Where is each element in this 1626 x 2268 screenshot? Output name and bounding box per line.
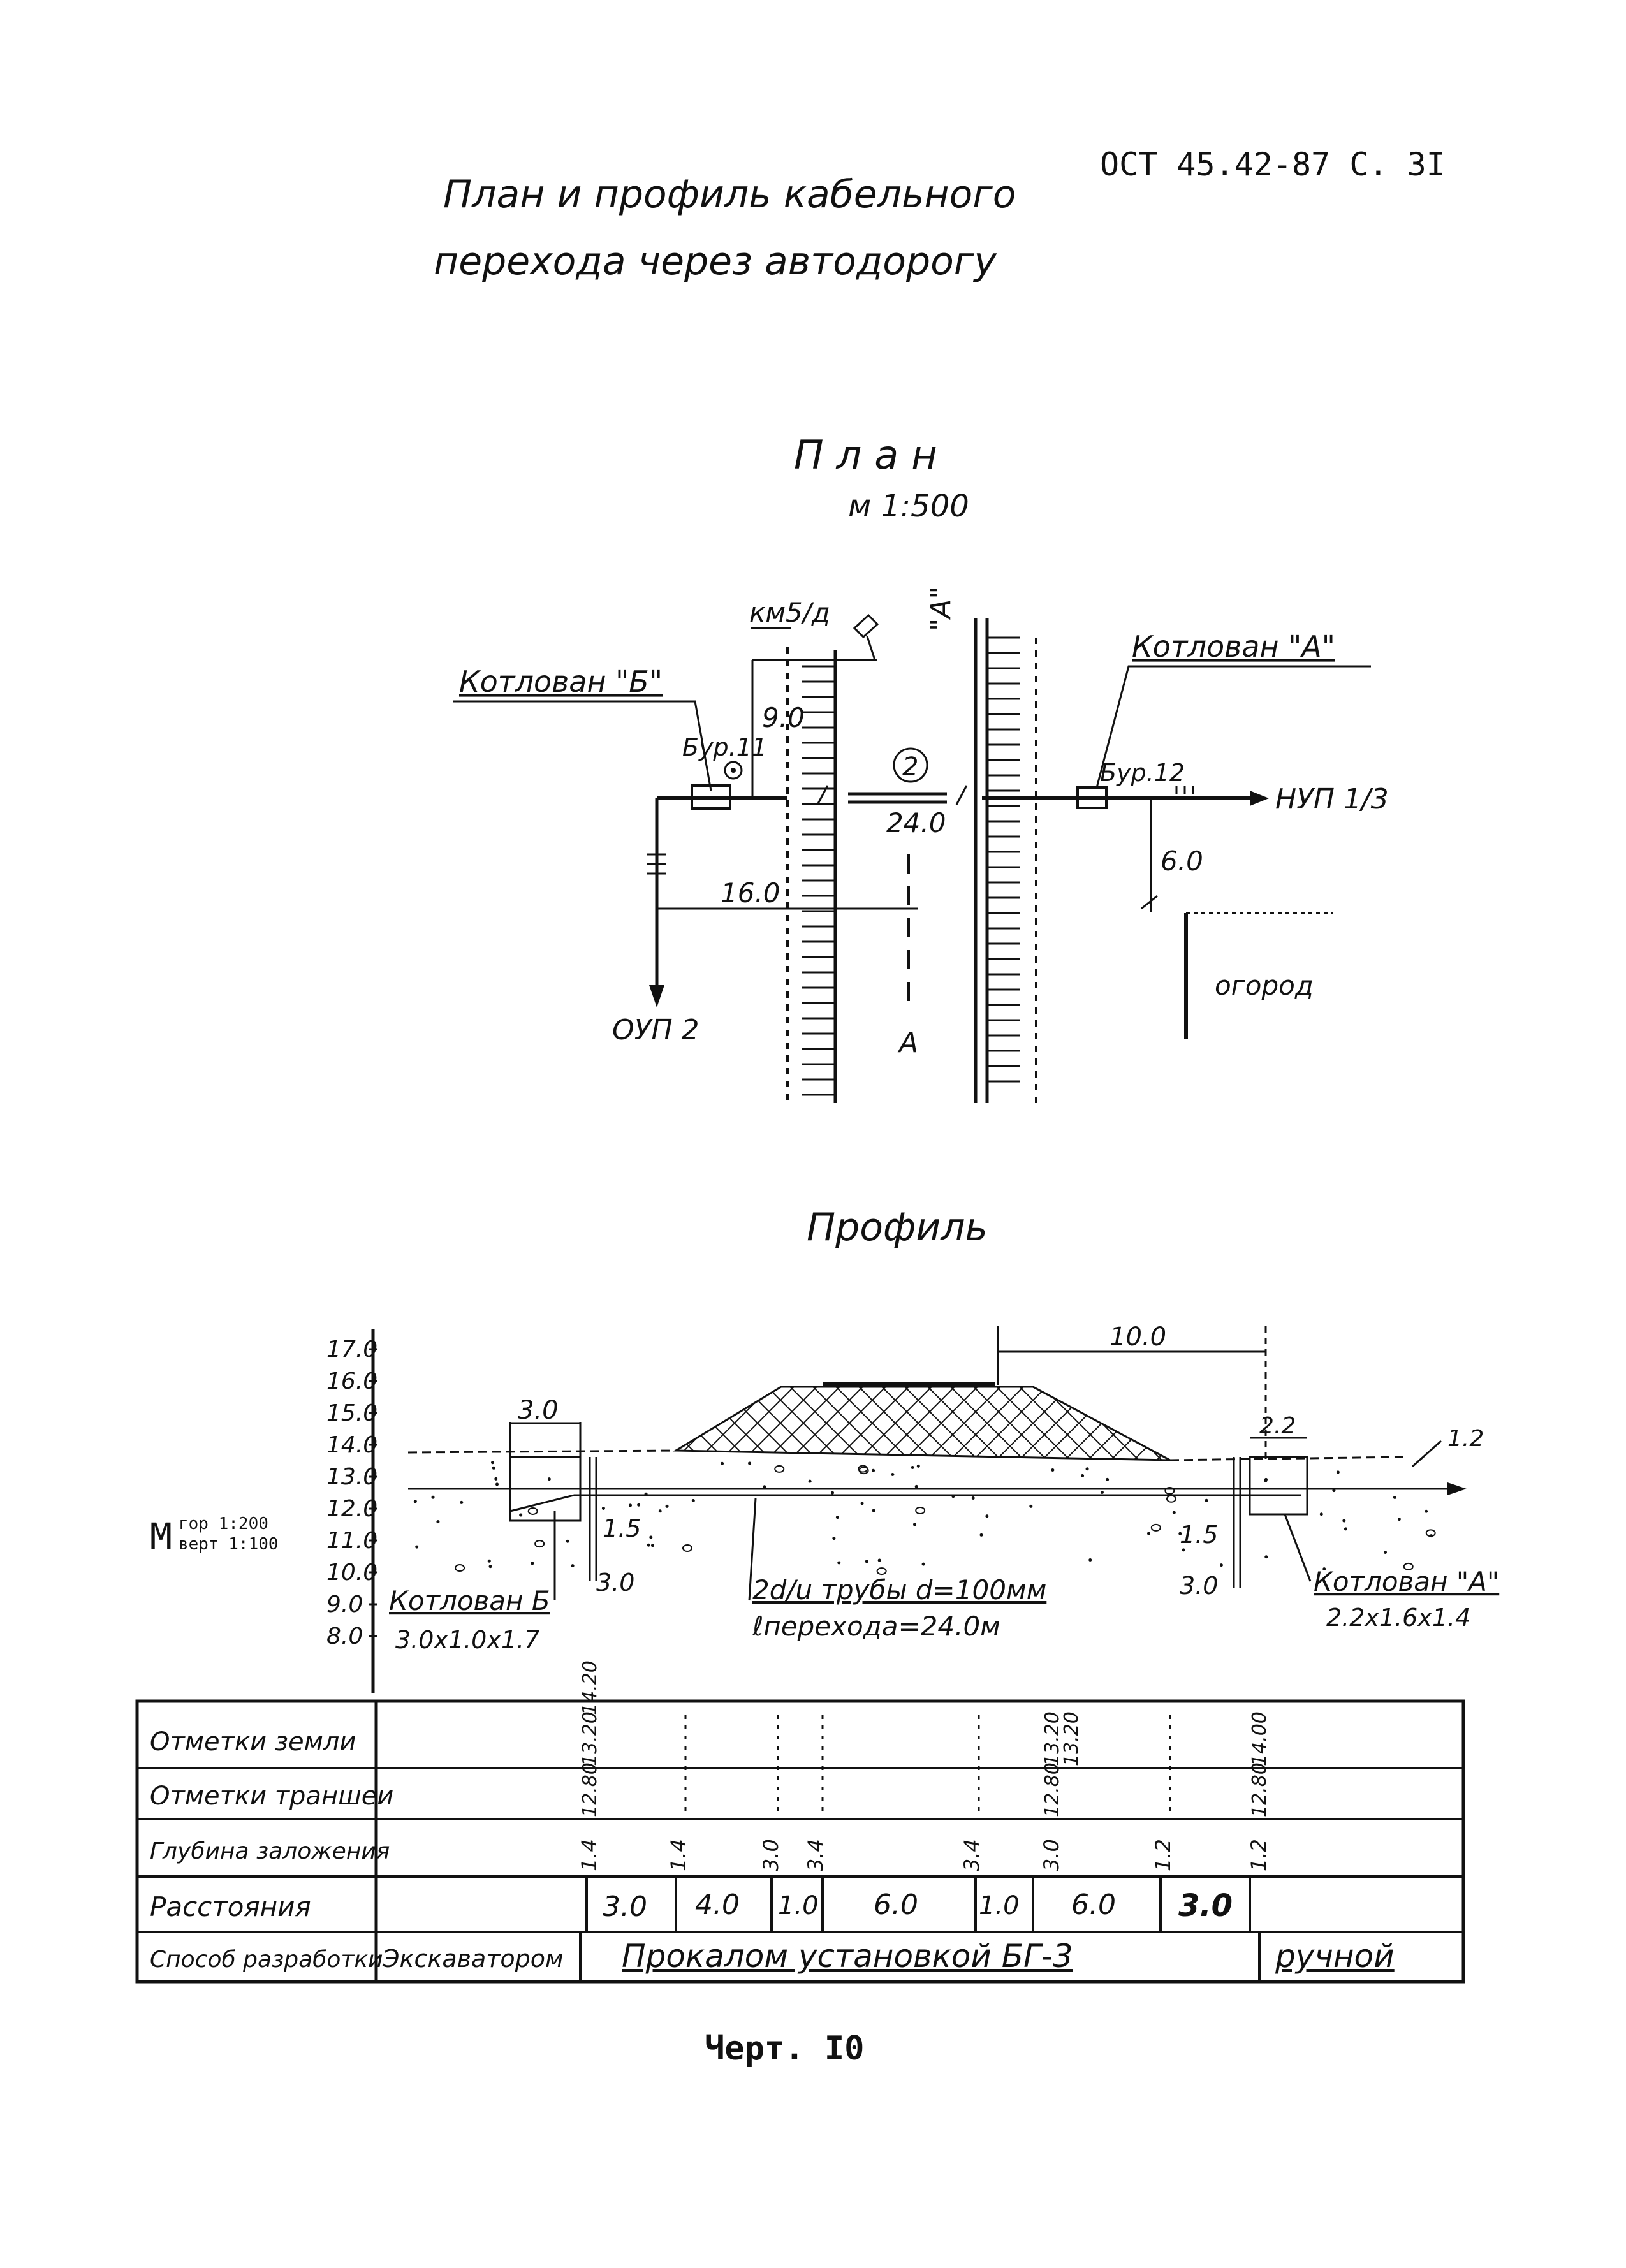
scale-vertical: верт 1:100 [179,1535,279,1554]
road-embankment [672,1386,1171,1461]
title-line-2: перехода через автодорогу [434,239,997,284]
profile-heading: Профиль [807,1205,988,1250]
pit-a-label: Котлован "А" [1132,629,1335,664]
row-header-ground: Отметки земли [150,1727,356,1757]
plan-heading: План [794,432,950,478]
trench-mark-3: 12.80 [1249,1762,1271,1817]
distance-7: 3.0 [1178,1888,1233,1924]
dim-6: 6.0 [1161,845,1203,877]
crossing-length: ℓперехода=24.0м [752,1611,1000,1642]
distance-2: 4.0 [695,1889,740,1921]
document-reference: ОСТ 45.42-87 С. 3I [1100,146,1446,183]
nup-label: НУП 1/3 [1275,783,1389,816]
row-header-distance: Расстояния [150,1891,311,1922]
dim-9: 9.0 [762,702,805,733]
depth-5: 3.4 [960,1839,984,1871]
garden-label: огород [1215,970,1314,1001]
row-header-depth: Глубина заложения [150,1838,390,1864]
distance-6: 6.0 [1071,1889,1116,1921]
depth-1: 1.4 [577,1839,601,1871]
distance-1: 3.0 [603,1891,647,1923]
row-header-trench: Отметки траншеи [150,1781,393,1811]
row-header-method: Способ разработки [150,1947,383,1973]
method-puncture: Прокалом установкой БГ-3 [622,1938,1073,1975]
depth-3: 3.0 [759,1839,783,1871]
pit-a-profile-label: Котлован "А" [1314,1566,1499,1597]
ground-mark-5: 14.00 [1249,1711,1271,1766]
scale-letter: М [150,1515,172,1558]
scale-horizontal: гор 1:200 [179,1514,268,1533]
plan-view: План м 1:500 "А" км5/д 9.0 Котлован "Б" … [453,432,1389,1103]
plan-scale: м 1:500 [848,488,969,524]
ground-mark-3: 13.20 [1041,1711,1064,1766]
depth-2: 1.4 [666,1839,691,1871]
depth-30-right: 3.0 [1180,1572,1218,1600]
title-line-1: План и профиль кабельного [443,172,1016,217]
pit-b-size: 3.0х1.0х1.7 [395,1626,539,1654]
ground-mark-2: 14.20 [579,1660,601,1715]
depth-7: 1.2 [1151,1839,1175,1871]
profile-view: Профиль 17.016.015.014.013.012.011.010.0… [150,1205,1499,1693]
bore-12-label: Бур.12 [1100,759,1185,787]
trench-mark-2: 12.80 [1041,1762,1064,1817]
distance-5: 1.0 [979,1891,1020,1920]
ground-mark-1: 13.20 [579,1711,601,1766]
depth-8: 1.2 [1247,1839,1271,1871]
dim-3-pit: 3.0 [518,1396,559,1425]
trench-mark-1: 12.80 [579,1762,601,1817]
data-table: Отметки земли Отметки траншеи Глубина за… [135,1660,1465,1984]
dim-24: 24.0 [886,807,946,838]
km-marker: км5/д [749,597,830,628]
dim-10: 10.0 [1110,1322,1166,1352]
bore-11-label: Бур.11 [682,733,767,761]
dim-12-profile: 1.2 [1447,1426,1484,1452]
distance-3: 1.0 [778,1891,819,1920]
method-manual: ручной [1275,1938,1395,1975]
y-axis-tick: 8.0 [326,1623,363,1650]
road-letter: А [897,1027,918,1059]
pit-b-label: Котлован "Б" [459,664,663,699]
dim-16: 16.0 [721,877,780,909]
figure-caption: Черт. I0 [705,2030,864,2068]
ground-mark-4: 13.20 [1060,1711,1083,1766]
depth-15-left: 1.5 [603,1514,641,1542]
road-label: "А" [925,586,957,631]
pit-a-size: 2.2х1.6х1.4 [1326,1604,1470,1632]
pit-b-profile-label: Котлован Б [389,1585,550,1616]
distance-4: 6.0 [874,1889,918,1921]
depth-6: 3.0 [1039,1839,1064,1871]
section-number: 2 [902,752,918,782]
pipe-note: 2d/u трубы d=100мм [752,1574,1046,1606]
method-excavator: Экскаватором [382,1945,564,1973]
depth-30-left: 3.0 [596,1569,634,1597]
oup-label: ОУП 2 [612,1014,699,1046]
dim-22: 2.2 [1259,1413,1296,1439]
depth-4: 3.4 [803,1839,828,1871]
y-axis-tick: 9.0 [326,1591,363,1618]
depth-15-right: 1.5 [1180,1521,1218,1549]
